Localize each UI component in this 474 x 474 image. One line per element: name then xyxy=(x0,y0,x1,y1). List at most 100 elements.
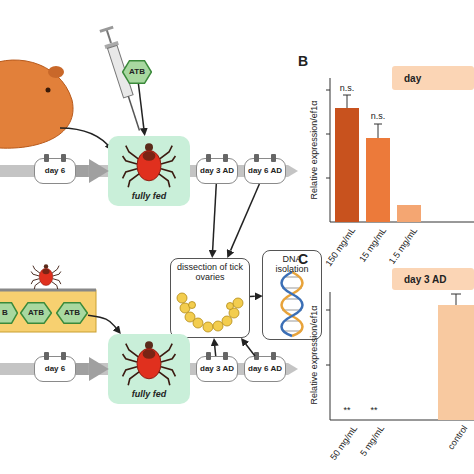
node-text: ATB xyxy=(64,309,80,318)
bar xyxy=(335,108,359,222)
ovary-lobe xyxy=(233,298,243,308)
flow-arrow xyxy=(250,296,255,298)
ovary-lobe xyxy=(229,308,239,318)
error-bar xyxy=(374,124,382,125)
node-text: ATB xyxy=(129,68,145,77)
axis-title: Relative expression/ef1α xyxy=(310,306,319,405)
fed-tick-box: fully fed xyxy=(108,334,190,404)
significance-mark: n.s. xyxy=(340,84,355,93)
ovary-lobe xyxy=(189,302,196,309)
flow-arrow xyxy=(213,184,217,250)
significance-mark: n.s. xyxy=(371,112,386,121)
node-text: day 6 AD xyxy=(248,365,282,374)
chamber-membrane xyxy=(0,289,96,292)
ovary-lobe xyxy=(203,322,213,332)
timepoint-capsule: day 6 AD xyxy=(244,356,286,382)
node-text: day 3 AD xyxy=(404,274,446,285)
error-bar xyxy=(456,294,457,305)
bar xyxy=(366,138,390,222)
node-text: B xyxy=(2,309,8,318)
y-axis xyxy=(330,292,331,420)
flow-arrow xyxy=(88,315,116,328)
y-axis xyxy=(330,78,331,222)
node-text: dissection of tick ovaries xyxy=(174,263,246,283)
tick-drawing xyxy=(123,341,176,385)
ovary-lobe xyxy=(185,312,195,322)
node-text: fully fed xyxy=(132,390,167,400)
timepoint-capsule: day 6 AD xyxy=(244,158,286,184)
axis-title: Relative expression/ef1α xyxy=(310,101,319,200)
error-bar xyxy=(451,294,461,295)
hexagon-shape xyxy=(21,303,52,324)
calendar-ring xyxy=(61,352,66,360)
tick-label: 1.5 mg/mL xyxy=(388,226,420,266)
error-bar xyxy=(378,124,379,138)
calendar-ring xyxy=(254,352,259,360)
bar xyxy=(397,205,421,222)
timepoint-capsule: day 3 AD xyxy=(196,356,238,382)
ovary-lobe xyxy=(193,318,203,328)
calendar-ring xyxy=(61,154,66,162)
flow-arrow xyxy=(138,84,143,128)
tick-label: 5 mg/mL xyxy=(359,424,386,458)
hexagon-shape xyxy=(57,303,88,324)
ovary-lobe xyxy=(177,293,187,303)
ovary-lobe xyxy=(180,303,190,313)
ovary-lobe xyxy=(227,303,234,310)
error-bar xyxy=(343,95,351,96)
axis-tick xyxy=(326,310,330,311)
significance-mark: ** xyxy=(370,406,377,415)
dna-rung xyxy=(282,310,302,311)
node-text: DNA isolation xyxy=(266,255,318,275)
calendar-ring xyxy=(206,154,211,162)
calendar-ring xyxy=(271,154,276,162)
flow-arrow xyxy=(246,344,255,356)
tick-drawing xyxy=(31,264,61,289)
tick-label: control xyxy=(447,424,470,451)
panel-header: day xyxy=(392,66,474,90)
node-text: day 3 AD xyxy=(200,167,234,176)
calendar-ring xyxy=(44,154,49,162)
transfer-arrow xyxy=(60,128,112,150)
timeline-arrow xyxy=(76,165,89,177)
node-text: ATB xyxy=(28,309,44,318)
node-text: day xyxy=(404,73,421,84)
tick-label: 150 mg/mL xyxy=(324,226,357,268)
host-body xyxy=(0,60,73,148)
calendar-ring xyxy=(206,352,211,360)
axis-tick xyxy=(326,178,330,179)
bar-chart xyxy=(326,292,474,420)
node-text: day 6 AD xyxy=(248,167,282,176)
syringe-plunger xyxy=(107,30,111,43)
host-ear xyxy=(48,66,64,78)
error-bar xyxy=(347,95,348,108)
syringe-plunger-head xyxy=(99,26,113,33)
dna-rung xyxy=(284,277,300,278)
calendar-ring xyxy=(254,154,259,162)
node-text: day 6 xyxy=(45,365,65,374)
calendar-ring xyxy=(271,352,276,360)
dna-helix xyxy=(282,272,303,336)
calendar-rings xyxy=(44,154,276,360)
hexagon-tag: ATB xyxy=(122,60,152,84)
axis-tick xyxy=(326,365,330,366)
significance-mark: ** xyxy=(343,406,350,415)
hexagon-tag: B xyxy=(0,302,18,324)
bar-chart xyxy=(326,78,474,222)
hexagon-shape xyxy=(123,61,152,84)
timepoint-capsule: day 3 AD xyxy=(196,158,238,184)
bar xyxy=(438,305,474,420)
calendar-ring xyxy=(223,352,228,360)
timepoint-capsule: day 6 xyxy=(34,356,76,382)
process-box: dissection of tick ovaries xyxy=(170,258,250,338)
node-text: fully fed xyxy=(132,192,167,202)
tick-drawing xyxy=(123,143,176,187)
dna-strand xyxy=(282,272,303,336)
hexagon-tag: ATB xyxy=(56,302,88,324)
panel-letter: B xyxy=(298,54,308,68)
fed-tick-box: fully fed xyxy=(108,136,190,206)
dna-rung xyxy=(284,299,300,300)
